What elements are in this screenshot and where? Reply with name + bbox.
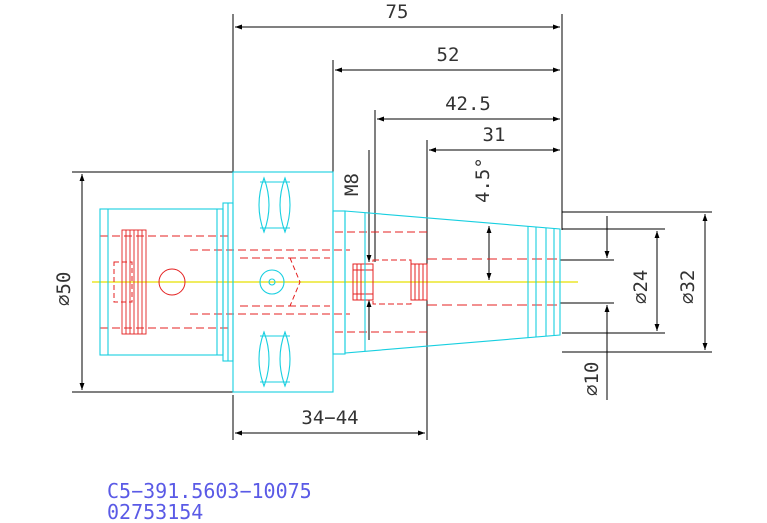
tool-outline — [99, 171, 561, 393]
cross-hole-center — [259, 269, 285, 295]
taper-nose — [344, 210, 561, 354]
collet-knurl — [121, 229, 147, 335]
dim-24-label: ⌀24 — [630, 270, 652, 304]
dim-34-44-label: 34−44 — [301, 407, 358, 429]
dim-50-label: ⌀50 — [53, 272, 75, 306]
taper-angle-label: 4.5° — [472, 157, 494, 203]
dim-31-label: 31 — [483, 124, 506, 146]
part-code: C5−391.5603−10075 — [107, 479, 312, 503]
cross-hole-left — [158, 268, 186, 296]
dimension-lines — [72, 14, 712, 440]
part-number: 02753154 — [107, 500, 203, 523]
adjust-screw — [352, 263, 374, 301]
dim-42-5-label: 42.5 — [445, 93, 491, 115]
thread-m8-label: M8 — [341, 173, 363, 196]
dim-75-label: 75 — [386, 1, 409, 23]
dim-10-label: ⌀10 — [581, 362, 603, 396]
dim-32-label: ⌀32 — [677, 270, 699, 304]
dim-52-label: 52 — [437, 44, 460, 66]
